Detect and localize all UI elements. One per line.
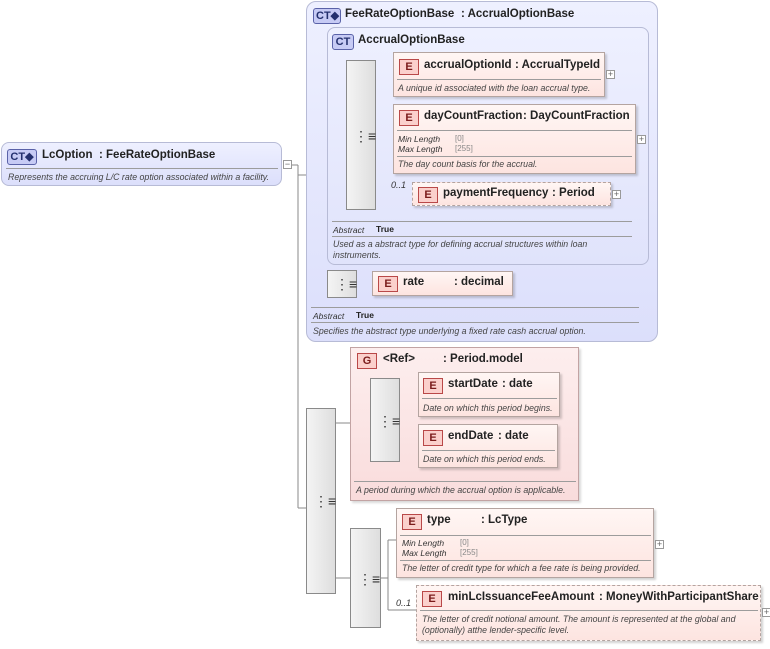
element-accrual-option-id[interactable]: E accrualOptionId : AccrualTypeId A uniq… — [393, 52, 605, 97]
collapse-toggle[interactable]: − — [283, 159, 292, 169]
element-type: : decimal — [454, 276, 504, 288]
element-end-date[interactable]: E endDate : date Date on which this peri… — [418, 424, 558, 468]
complex-type-badge: CT◆ — [313, 8, 341, 24]
sequence-icon: ⋮≡ — [335, 276, 358, 292]
sequence-icon: ⋮≡ — [354, 128, 377, 144]
root-type: : FeeRateOptionBase — [99, 149, 216, 161]
element-name: rate — [403, 276, 425, 288]
element-badge: E — [418, 187, 438, 203]
max-length-label: Max Length — [398, 144, 443, 154]
expand-toggle[interactable]: + — [606, 69, 615, 79]
max-length-label: Max Length — [402, 548, 447, 558]
element-type: : DayCountFraction — [523, 110, 630, 122]
accrual-name: AccrualOptionBase — [358, 34, 465, 46]
element-description-line2: (optionally) atthe lender-specific level… — [422, 625, 570, 635]
min-length-label: Min Length — [402, 538, 445, 548]
accrual-description-line1: Used as a abstract type for defining acc… — [333, 239, 588, 249]
base-type: : AccrualOptionBase — [461, 8, 575, 20]
element-badge: E — [399, 59, 419, 75]
element-description: A unique id associated with the loan acc… — [398, 83, 591, 93]
root-description: Represents the accruing L/C rate option … — [8, 172, 269, 182]
sequence-icon: ⋮≡ — [358, 571, 381, 587]
element-min-lc-issuance-fee-amount[interactable]: E minLcIssuanceFeeAmount : MoneyWithPart… — [416, 585, 761, 641]
element-name: endDate — [448, 430, 494, 442]
expand-toggle[interactable]: + — [612, 189, 621, 199]
element-badge: E — [402, 514, 422, 530]
element-type: : Period — [552, 187, 595, 199]
element-badge: E — [423, 430, 443, 446]
element-name: paymentFrequency — [443, 187, 549, 199]
base-name: FeeRateOptionBase — [345, 8, 455, 20]
complex-type-badge: CT◆ — [7, 149, 37, 165]
sequence-compositor[interactable]: ⋮≡ — [346, 60, 376, 210]
element-type: : date — [498, 430, 529, 442]
element-name: minLcIssuanceFeeAmount — [448, 591, 595, 603]
element-badge: E — [378, 276, 398, 292]
lc-option-complex-type[interactable]: CT◆ LcOption : FeeRateOptionBase Represe… — [1, 142, 282, 186]
root-name: LcOption — [42, 149, 93, 161]
element-type: : AccrualTypeId — [515, 59, 600, 71]
base-abstract-value: True — [356, 310, 374, 320]
element-description-line1: The letter of credit notional amount. Th… — [422, 614, 736, 624]
element-badge: E — [422, 591, 442, 607]
element-payment-frequency[interactable]: E paymentFrequency : Period — [412, 182, 611, 206]
base-abstract-label: Abstract — [313, 311, 345, 321]
sequence-compositor[interactable]: ⋮≡ — [350, 528, 381, 628]
group-name: <Ref> — [383, 353, 415, 365]
element-badge: E — [423, 378, 443, 394]
occurrence-label: 0..1 — [391, 180, 407, 190]
group-badge: G — [357, 353, 377, 369]
element-rate[interactable]: E rate : decimal — [372, 271, 513, 296]
expand-toggle[interactable]: + — [637, 134, 646, 144]
element-type: : LcType — [481, 514, 528, 526]
sequence-compositor[interactable]: ⋮≡ — [306, 408, 336, 594]
element-start-date[interactable]: E startDate : date Date on which this pe… — [418, 372, 560, 417]
min-length-value: [0] — [455, 134, 464, 143]
sequence-compositor[interactable]: ⋮≡ — [370, 378, 400, 462]
accrual-abstract-value: True — [376, 224, 394, 234]
accrual-description-line2: instruments. — [333, 250, 381, 260]
element-description: The day count basis for the accrual. — [398, 159, 538, 169]
min-length-label: Min Length — [398, 134, 441, 144]
occurrence-label: 0..1 — [396, 598, 412, 608]
element-type: : MoneyWithParticipantShare — [599, 591, 759, 603]
element-name: dayCountFraction — [424, 110, 523, 122]
element-description: Date on which this period ends. — [423, 454, 546, 464]
sequence-icon: ⋮≡ — [314, 493, 337, 509]
expand-arrow-icon: ◆ — [330, 10, 340, 22]
max-length-value: [255] — [455, 144, 473, 153]
element-name: startDate — [448, 378, 498, 390]
element-name: type — [427, 514, 451, 526]
element-type: : date — [502, 378, 533, 390]
group-description: A period during which the accrual option… — [356, 485, 566, 495]
accrual-abstract-label: Abstract — [333, 225, 365, 235]
sequence-compositor[interactable]: ⋮≡ — [327, 270, 357, 298]
expand-toggle[interactable]: + — [655, 539, 664, 549]
element-description: The letter of credit type for which a fe… — [402, 563, 641, 573]
element-day-count-fraction[interactable]: E dayCountFraction : DayCountFraction Mi… — [393, 104, 636, 174]
sequence-icon: ⋮≡ — [378, 413, 401, 429]
element-type-lc[interactable]: E type : LcType Min Length [0] Max Lengt… — [396, 508, 654, 578]
expand-toggle[interactable]: + — [762, 607, 770, 617]
element-name: accrualOptionId — [424, 59, 512, 71]
element-description: Date on which this period begins. — [423, 403, 553, 413]
base-description: Specifies the abstract type underlying a… — [313, 326, 586, 336]
min-length-value: [0] — [460, 538, 469, 547]
complex-type-badge: CT — [332, 34, 354, 50]
expand-arrow-icon: ◆ — [25, 151, 34, 163]
element-badge: E — [399, 110, 419, 126]
max-length-value: [255] — [460, 548, 478, 557]
group-type: : Period.model — [443, 353, 523, 365]
